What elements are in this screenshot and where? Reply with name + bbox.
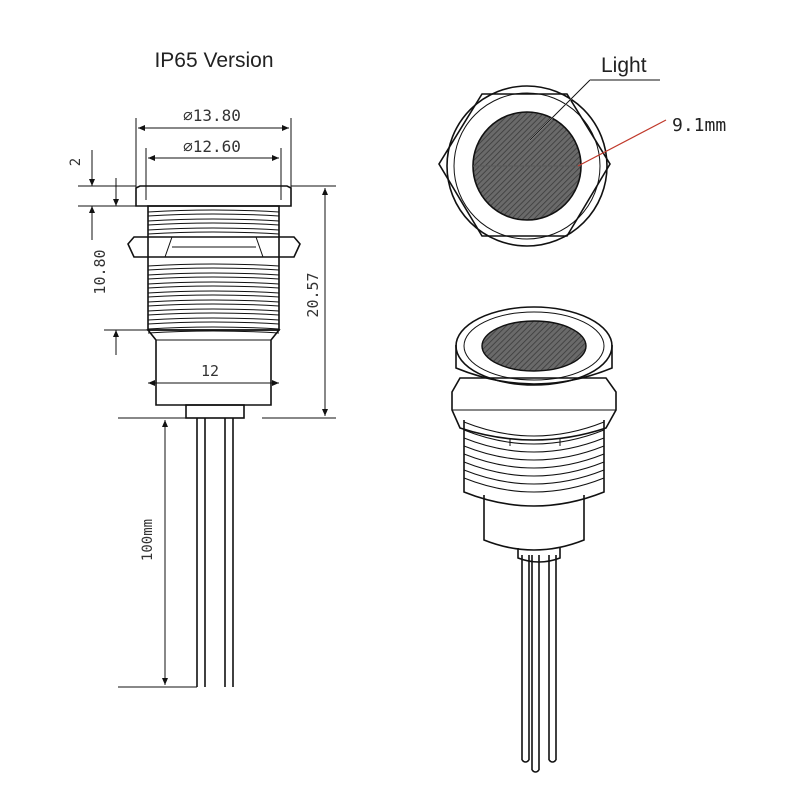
iso-lower-body xyxy=(483,495,585,551)
total-height-label: 20.57 xyxy=(304,272,322,317)
iso-thread-line xyxy=(463,461,605,477)
head-flange xyxy=(135,185,292,207)
light-callout-label: Light xyxy=(601,54,647,77)
iso-view xyxy=(451,306,617,773)
side-view: ∅13.80 ∅12.60 2 xyxy=(68,106,336,688)
thread-line xyxy=(147,299,280,307)
lens-diameter-leader xyxy=(577,119,667,167)
lead-length-label: 100mm xyxy=(140,519,156,561)
thread-line xyxy=(147,326,280,334)
thread-line xyxy=(147,308,280,316)
top-view xyxy=(438,85,611,247)
thread-section xyxy=(147,205,280,334)
iso-thread-line xyxy=(463,437,605,453)
thread-line xyxy=(147,317,280,325)
outer-diameter-label: ∅13.80 xyxy=(183,106,241,125)
base-plug xyxy=(185,404,245,419)
thread-line xyxy=(147,281,280,289)
iso-hex-nut xyxy=(451,377,617,441)
iso-thread-line xyxy=(463,477,605,493)
body-width-label: 12 xyxy=(201,362,219,380)
thread-length-label: 10.80 xyxy=(91,249,109,294)
inner-diameter-label: ∅12.60 xyxy=(183,137,241,156)
thread-line xyxy=(147,209,280,217)
iso-thread-line xyxy=(463,469,605,485)
head-height-label: 2 xyxy=(68,158,84,166)
iso-thread-line xyxy=(463,421,605,437)
lens-diameter-label: 9.1mm xyxy=(672,115,726,136)
thread-line xyxy=(147,272,280,280)
iso-thread-line xyxy=(463,445,605,461)
hex-nut xyxy=(127,236,301,258)
iso-thread-line xyxy=(463,453,605,469)
drawing-title: IP65 Version xyxy=(154,49,273,72)
top-view-outer-ring xyxy=(446,85,608,247)
thread-line xyxy=(147,263,280,271)
thread-line xyxy=(147,227,280,235)
iso-thread-body xyxy=(463,420,605,507)
iso-lens xyxy=(481,320,587,372)
iso-thread-line xyxy=(463,429,605,445)
thread-line xyxy=(147,290,280,298)
iso-head xyxy=(455,306,613,386)
thread-line xyxy=(147,218,280,226)
